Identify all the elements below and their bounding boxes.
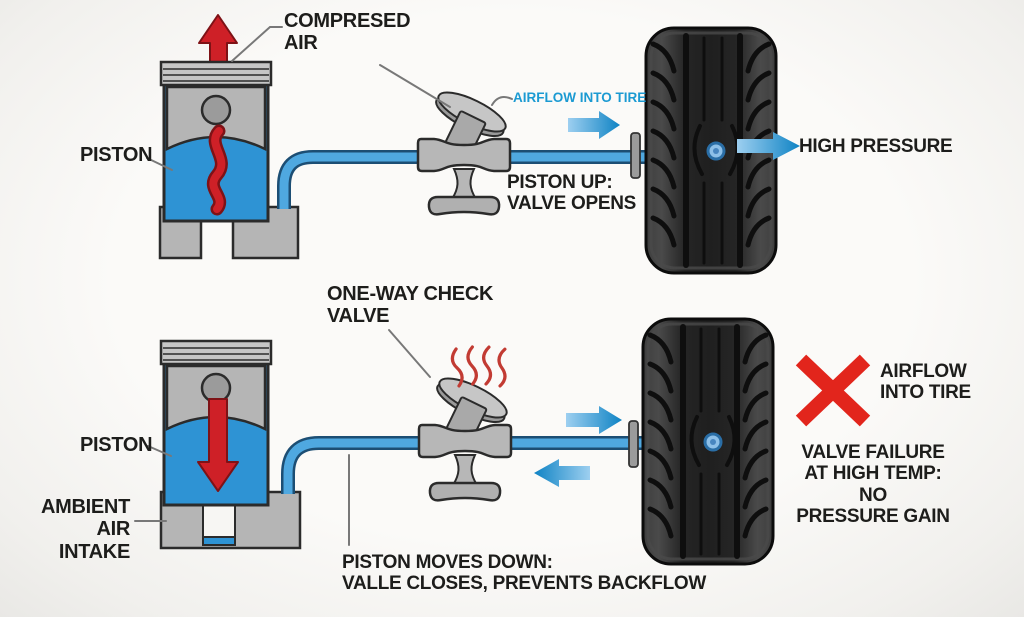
one-way-check-valve-label: ONE-WAY CHECK VALVE xyxy=(327,283,494,328)
check-valve-top xyxy=(416,83,512,216)
intake-gap xyxy=(202,504,236,538)
x-mark-icon xyxy=(795,354,871,427)
airflow-into-tire-label-bottom: AIRFLOW INTO TIRE xyxy=(880,361,971,404)
piston-moves-down-label: PISTON MOVES DOWN: VALLE CLOSES, PREVENT… xyxy=(342,552,707,595)
check-valve-bottom xyxy=(417,369,513,502)
piston-cap-bottom xyxy=(159,339,273,366)
compressed-air-arrow-icon xyxy=(198,14,238,64)
piston-up-valve-opens-label: PISTON UP: VALVE OPENS xyxy=(507,172,637,215)
heat-waves-icon xyxy=(450,345,507,388)
valve-failure-label: VALVE FAILURE AT HIGH TEMP: NO PRESSURE … xyxy=(796,442,950,527)
backflow-arrow xyxy=(534,459,590,487)
leader-valve-top xyxy=(379,64,451,108)
piston-pin-top xyxy=(200,94,232,126)
airflow-arrow-top xyxy=(568,111,620,139)
piston-label-top: PISTON xyxy=(80,144,153,166)
piston-cylinder-top xyxy=(159,14,273,223)
leader-check-valve xyxy=(388,329,431,378)
airflow-into-tire-label-top: AIRFLOW INTO TIRE xyxy=(513,90,647,105)
piston-down-arrow-icon xyxy=(197,398,239,492)
tire-valve-stem-bottom xyxy=(628,420,639,468)
intake-port xyxy=(202,536,236,546)
compressed-air-label: COMPRESED AIR xyxy=(284,10,411,55)
high-pressure-label: HIGH PRESSURE xyxy=(799,136,953,157)
pipe-bottom xyxy=(281,436,645,494)
leader-piston-top xyxy=(146,157,173,171)
pipe-top xyxy=(277,150,648,209)
piston-cap-top xyxy=(159,60,273,87)
tire-bottom xyxy=(643,319,773,564)
tire-valve-stem-top xyxy=(630,132,641,179)
piston-pin-bottom xyxy=(200,372,232,404)
piston-label-bottom: PISTON xyxy=(80,434,153,456)
airflow-arrow-bottom xyxy=(566,406,622,434)
high-pressure-arrow xyxy=(737,132,800,160)
leader-piston-bottom xyxy=(147,445,172,457)
leader-airflow-top xyxy=(491,96,513,106)
piston-cylinder-bottom xyxy=(159,339,273,507)
leader-compressed-air xyxy=(231,26,283,62)
ambient-air-intake-label: AMBIENT AIR INTAKE xyxy=(40,496,130,563)
compressed-air-squiggle xyxy=(209,127,226,213)
